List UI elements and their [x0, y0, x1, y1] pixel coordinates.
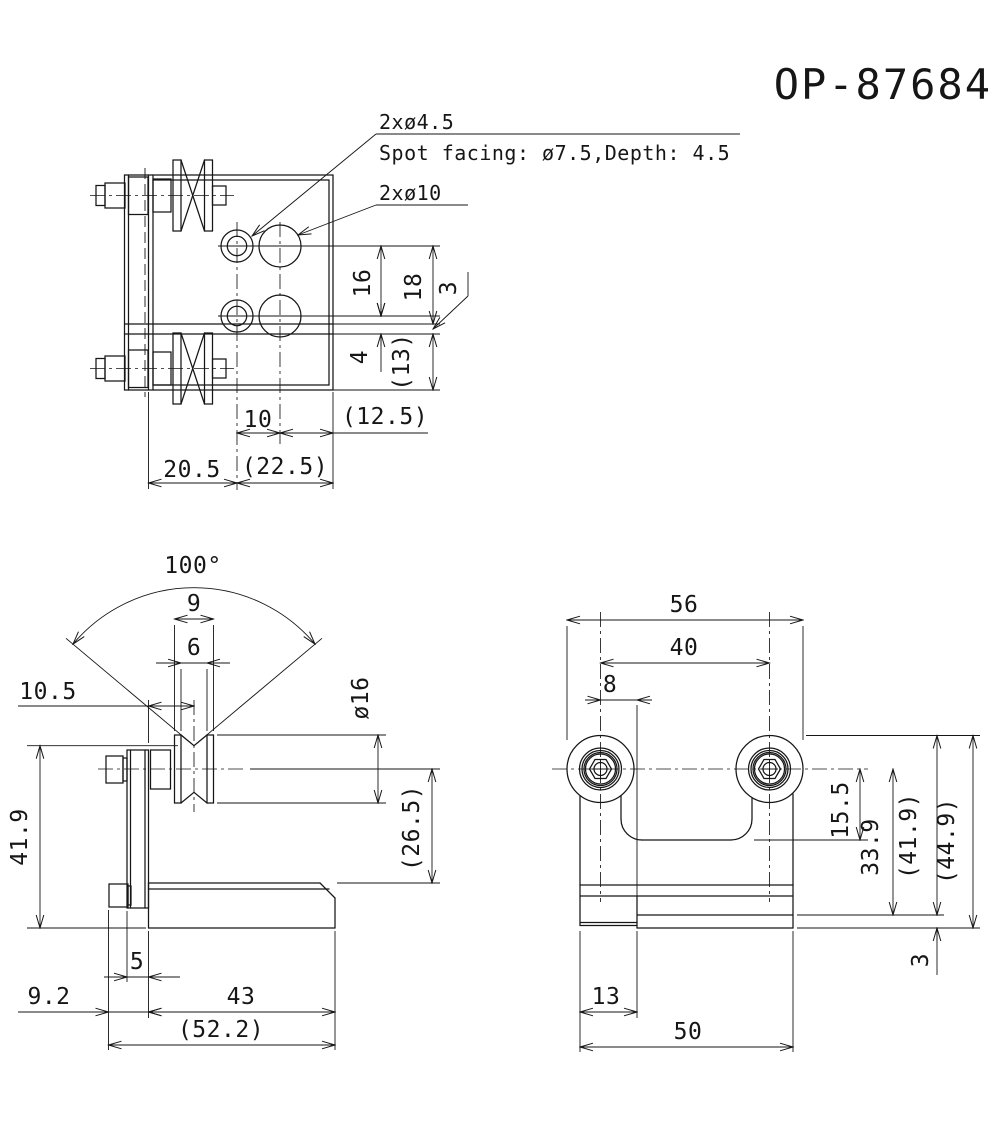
groove-angle-fan: 100° — [65, 553, 323, 747]
dim-dia16: ø16 — [348, 676, 374, 719]
dim-3-lip: 3 — [908, 953, 934, 967]
hole-callouts: 2xø4.5 Spot facing: ø7.5,Depth: 4.5 2xø1… — [252, 110, 740, 236]
top-view-dimensions: 16 18 4 (13) 3 10 (12.5) — [149, 246, 469, 489]
dim-6: 6 — [187, 635, 201, 661]
dim-26-5-ref: (26.5) — [399, 785, 425, 871]
dim-12-5-ref: (12.5) — [342, 404, 428, 430]
dim-15-5: 15.5 — [828, 781, 854, 838]
dim-9-2: 9.2 — [27, 984, 70, 1010]
dim-20-5: 20.5 — [163, 457, 220, 483]
dim-4: 4 — [347, 350, 373, 364]
dim-16: 16 — [350, 269, 376, 298]
bottom-roller-assembly — [90, 332, 234, 405]
front-view-dimensions: 56 40 8 15.5 33.9 (41.9) (44.9) — [567, 592, 980, 1052]
dim-8: 8 — [603, 672, 617, 698]
top-view-outline — [123, 168, 334, 397]
front-body — [579, 793, 794, 929]
front-view: 56 40 8 15.5 33.9 (41.9) (44.9) — [552, 592, 980, 1052]
top-view: 2xø4.5 Spot facing: ø7.5,Depth: 4.5 2xø1… — [90, 110, 740, 490]
side-view: 100° — [7, 553, 440, 1050]
dim-41-9: 41.9 — [7, 808, 33, 865]
dim-33-9: 33.9 — [858, 818, 884, 875]
dim-10: 10 — [244, 407, 273, 433]
side-pulley — [98, 700, 246, 812]
mounting-holes — [218, 222, 440, 490]
dim-41-9-ref: (41.9) — [896, 793, 922, 879]
dim-22-5-ref: (22.5) — [242, 454, 328, 480]
callout-spot-facing: Spot facing: ø7.5,Depth: 4.5 — [379, 141, 730, 165]
dim-13: 13 — [592, 984, 621, 1010]
dim-5: 5 — [130, 949, 144, 975]
callout-small-holes: 2xø4.5 — [379, 110, 454, 134]
dim-3-step: 3 — [436, 281, 462, 295]
callout-large-holes: 2xø10 — [379, 181, 442, 205]
side-view-dimensions: 41.9 10.5 9 6 ø16 (26.5 — [7, 591, 440, 1050]
dim-40: 40 — [670, 635, 699, 661]
side-base — [147, 882, 336, 929]
dim-50: 50 — [674, 1019, 703, 1045]
front-centerlines — [552, 612, 868, 902]
dim-9: 9 — [187, 591, 201, 617]
side-hardware — [105, 749, 172, 909]
dim-13-ref: (13) — [389, 333, 415, 390]
dim-100deg: 100° — [164, 553, 221, 579]
dim-43: 43 — [227, 984, 256, 1010]
dim-10-5: 10.5 — [19, 679, 76, 705]
part-number: OP-87684 — [774, 60, 992, 109]
dim-56: 56 — [670, 592, 699, 618]
dim-44-9-ref: (44.9) — [934, 798, 960, 884]
top-roller-assembly — [90, 159, 234, 232]
dim-52-2-ref: (52.2) — [178, 1017, 264, 1043]
dim-18: 18 — [401, 273, 427, 302]
